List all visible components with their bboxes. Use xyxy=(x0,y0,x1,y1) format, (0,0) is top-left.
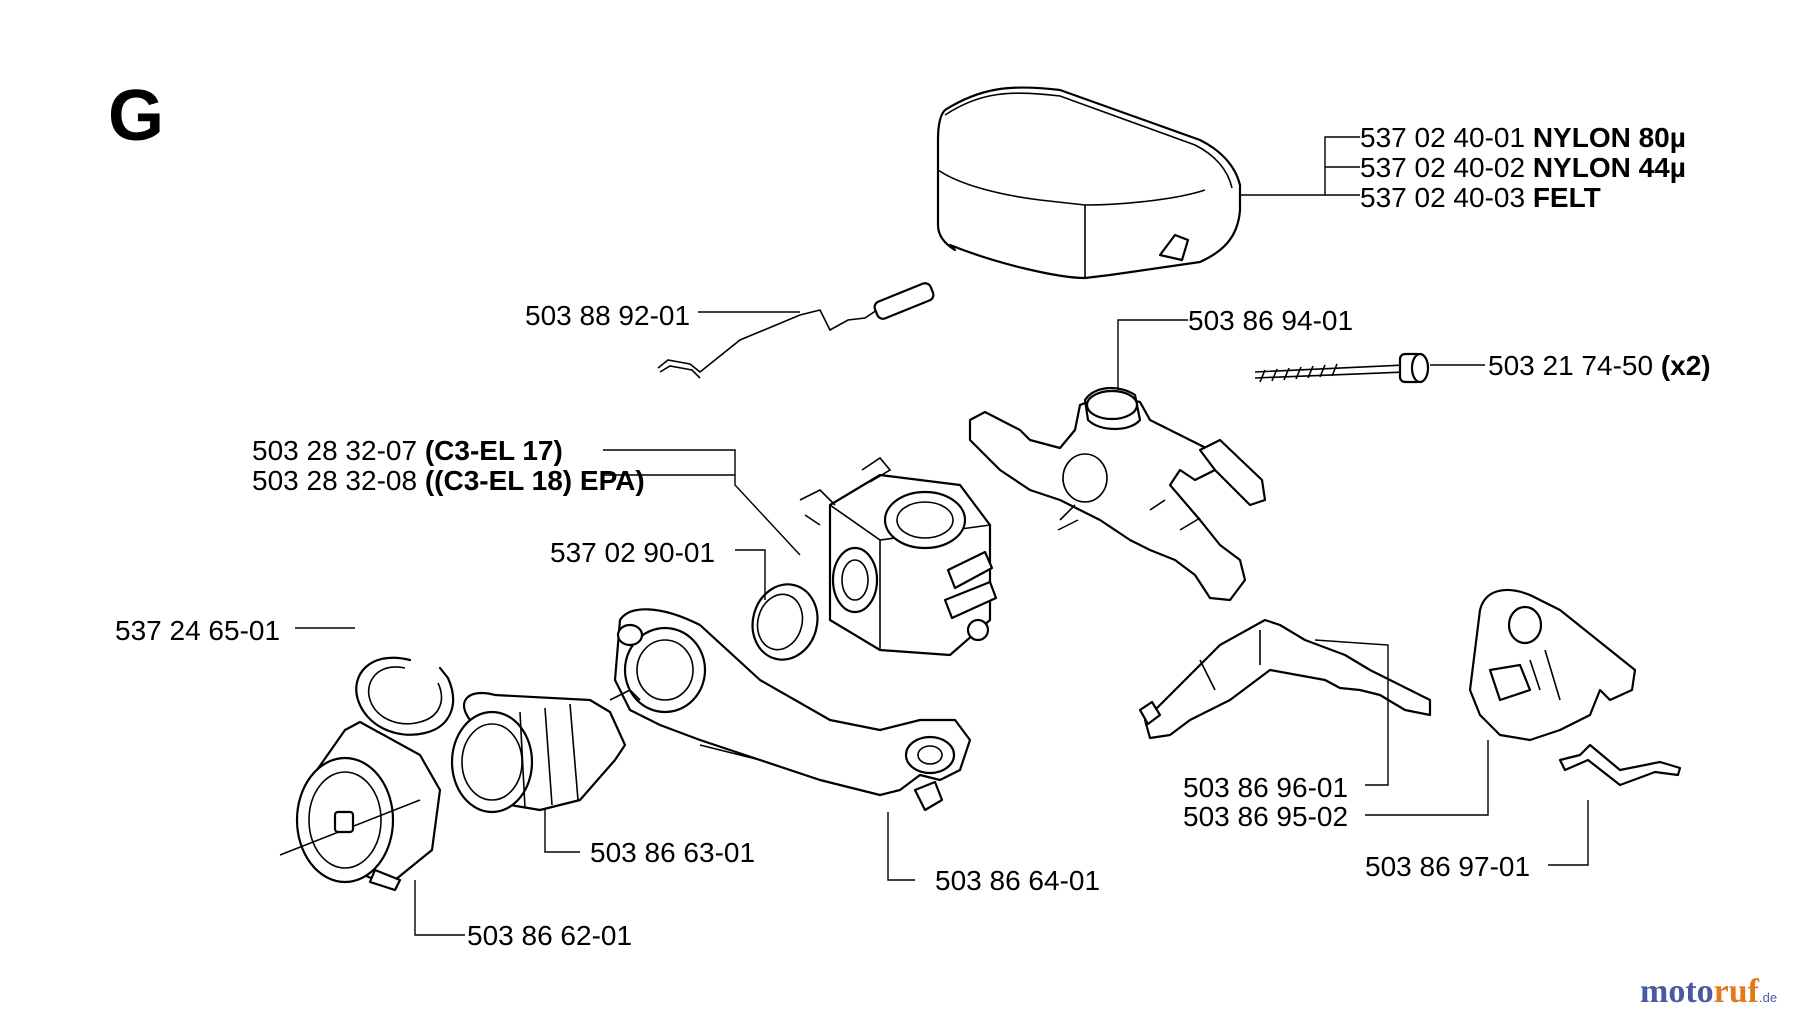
throttle-bracket xyxy=(968,387,1267,602)
ring xyxy=(355,656,455,736)
cover xyxy=(1468,588,1637,742)
label-gasket: 537 02 90-01 xyxy=(550,537,715,568)
label-inlet-flange: 503 86 62-01 xyxy=(467,920,632,951)
label-intake-boot: 503 86 63-01 xyxy=(590,837,755,868)
choke-rod xyxy=(657,282,935,379)
label-bracket: 503 86 94-01 xyxy=(1188,305,1353,336)
label-bolt: 503 21 74-50 (x2) xyxy=(1488,350,1711,381)
support-arm xyxy=(613,608,972,812)
air-filter xyxy=(936,86,1242,280)
gasket xyxy=(751,583,819,661)
lever xyxy=(1138,618,1432,740)
label-lever: 503 86 96-01 xyxy=(1183,772,1348,803)
label-filter-1: 537 02 40-01 NYLON 80µ xyxy=(1360,122,1686,153)
label-clip: 503 86 97-01 xyxy=(1365,851,1530,882)
label-filter-3: 537 02 40-03 FELT xyxy=(1360,182,1601,213)
label-carb-2: 503 28 32-08 ((C3-EL 18) EPA) xyxy=(252,465,645,496)
carburetor xyxy=(799,456,998,657)
label-support-arm: 503 86 64-01 xyxy=(935,865,1100,896)
label-cover: 503 86 95-02 xyxy=(1183,801,1348,832)
label-filter-2: 537 02 40-02 NYLON 44µ xyxy=(1360,152,1686,183)
svg-text:motoruf.de: motoruf.de xyxy=(1640,973,1777,1010)
leader-lines xyxy=(295,136,1589,936)
intake-boot xyxy=(450,689,641,814)
label-ring: 537 24 65-01 xyxy=(115,615,280,646)
section-letter: G xyxy=(108,76,164,156)
inlet-flange xyxy=(279,720,442,892)
clip xyxy=(1558,743,1682,787)
label-choke-rod: 503 88 92-01 xyxy=(525,300,690,331)
label-carb-1: 503 28 32-07 (C3-EL 17) xyxy=(252,435,563,466)
bolt xyxy=(1254,352,1430,384)
watermark-logo: motoruf.de xyxy=(1640,973,1777,1010)
